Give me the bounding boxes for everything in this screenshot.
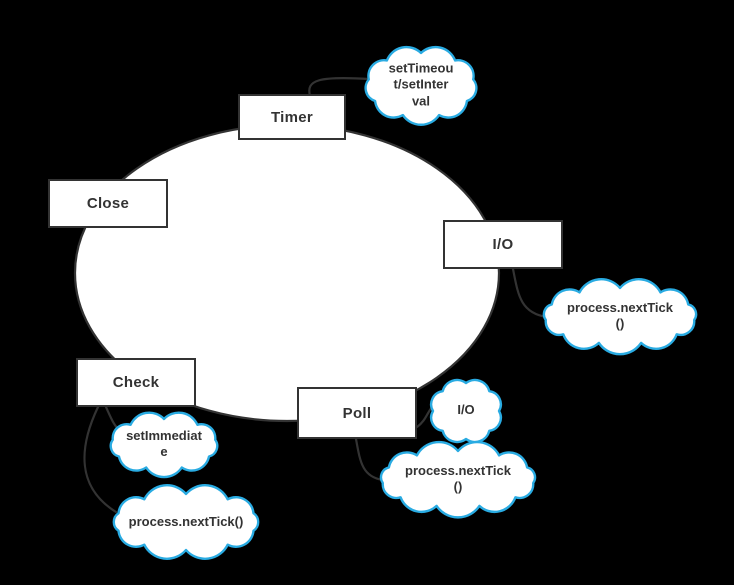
cloud-check-nexttick-shape xyxy=(112,484,260,560)
node-close-label: Close xyxy=(86,195,130,212)
cloud-poll-io-shape xyxy=(430,378,502,444)
node-io: I/O xyxy=(443,220,563,269)
connector-timer-settimeout xyxy=(308,76,371,98)
node-check-label: Check xyxy=(112,374,160,391)
node-timer-label: Timer xyxy=(270,108,314,126)
cloud-settimeout-shape xyxy=(364,45,478,126)
cloud-poll-nexttick-shape xyxy=(379,440,537,519)
node-io-label: I/O xyxy=(492,236,514,253)
cloud-io-nexttick-shape xyxy=(542,278,698,356)
connector-check-nexttick xyxy=(83,405,118,514)
node-close: Close xyxy=(48,179,168,228)
cloud-setimmediate-shape xyxy=(109,411,219,479)
connector-io-nexttick xyxy=(511,267,549,319)
node-poll: Poll xyxy=(297,387,417,439)
node-timer: Timer xyxy=(238,94,346,140)
connector-poll-nexttick xyxy=(354,437,385,482)
node-poll-label: Poll xyxy=(342,404,372,422)
node-check: Check xyxy=(76,358,196,407)
